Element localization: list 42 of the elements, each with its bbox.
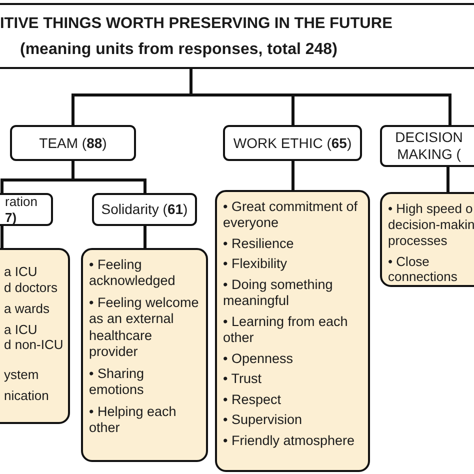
list-item: a ICU [4,322,38,338]
connector-line [0,226,4,248]
list-item: a wards [4,300,51,317]
list-item: • Feeling welcome as an external healthcare provider [89,294,200,361]
heading-box [0,3,474,69]
list-item: • Sharing emotions [89,366,146,399]
list-item: • Doing something meaningful [223,276,334,310]
list-item: • Feeling acknowledged [89,257,176,290]
list-item: • Close connections [388,254,458,286]
connector-line [190,69,452,125]
list-item: • Respect [223,392,282,408]
connector-line [144,226,146,248]
item-list-box [81,248,208,462]
list-item: • Great commitment of everyone [223,199,359,232]
list-item: • Flexibility [223,256,288,273]
heading-label: (meaning units from responses, total 248) [20,41,338,59]
list-item: • Resilience [223,236,295,252]
heading-label: ITIVE THINGS WORTH PRESERVING IN THE FUTURE [0,15,392,33]
list-item: a ICU [4,264,38,280]
list-item: • Trust [223,371,262,388]
list-item: nication [4,388,50,404]
list-item: d doctors [4,280,58,296]
list-item: • Supervision [223,412,304,429]
list-item: • Helping each other [89,404,178,437]
category-label: Solidarity (61) [101,201,188,218]
connector-line [72,161,146,193]
connector-line [446,167,450,192]
subcategory-box [92,193,197,226]
category-box [223,125,362,161]
category-label: ration 7) [5,194,39,226]
category-label: DECISION MAKING ( [394,129,464,163]
list-item: • Friendly atmosphere [223,432,356,450]
list-item: ystem [4,367,40,384]
category-label: TEAM (88) [39,134,107,152]
item-list-box [215,190,370,472]
list-item: • Openness [223,350,294,368]
list-item: • Learning from each other [223,314,349,347]
category-box [10,125,136,161]
list-item: d non-ICU [4,337,62,354]
category-label: WORK ETHIC (65) [233,134,352,152]
connector-line [292,161,294,190]
list-item: • High speed o decision-makin processes [388,201,474,249]
